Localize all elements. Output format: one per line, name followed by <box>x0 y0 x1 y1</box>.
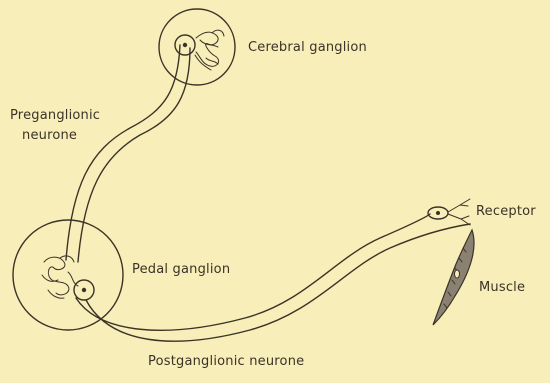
receptor-label: Receptor <box>476 204 536 220</box>
cerebral-ganglion-circle <box>159 9 235 85</box>
postganglionic-neurone-label: Postganglionic neurone <box>148 354 304 370</box>
cerebral-cell-nucleus <box>183 43 187 47</box>
postganglionic-fibre-upper <box>76 214 430 330</box>
muscle-label: Muscle <box>479 280 525 296</box>
muscle-nucleus <box>455 270 460 278</box>
postganglionic-fibre-lower <box>86 224 470 341</box>
muscle-fibre <box>433 230 474 325</box>
pedal-ganglion-label: Pedal ganglion <box>132 262 230 278</box>
cerebral-ganglion-label: Cerebral ganglion <box>248 40 367 56</box>
receptor-cell-nucleus <box>436 211 440 215</box>
pedal-dendrites <box>42 256 78 298</box>
receptor-endings <box>448 199 470 225</box>
preganglionic-fibre-inner <box>78 48 190 262</box>
cerebral-dendrites <box>195 30 224 70</box>
pedal-cell-nucleus <box>82 288 86 292</box>
preganglionic-label-line2: neurone <box>22 128 77 144</box>
preganglionic-label-line1: Preganglionic <box>10 108 100 124</box>
